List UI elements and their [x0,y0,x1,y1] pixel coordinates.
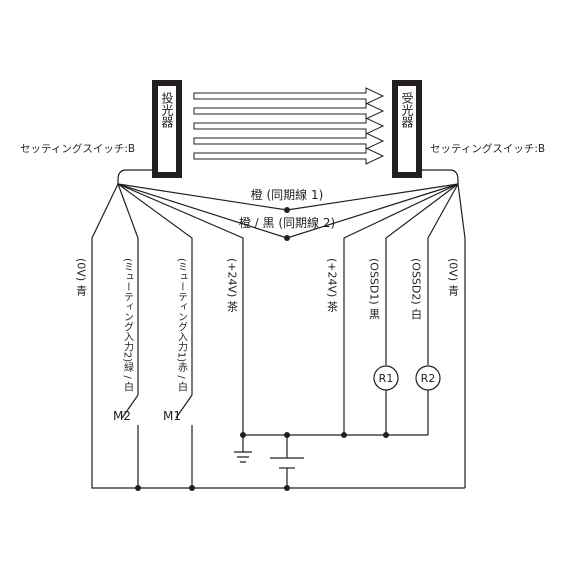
load-r2-label: R2 [421,372,436,385]
switch-m2-label: M2 [113,409,131,423]
beam-arrow-1 [193,87,385,105]
light-beams [193,87,385,165]
wire-right-ossd2 [427,183,459,365]
receiver-cable [422,169,459,184]
bottom-junction-3 [284,485,290,491]
switch-m1-label: M1 [163,409,181,423]
wire-left-muting-1 [117,183,193,488]
bottom-junction-2 [189,485,195,491]
wire-right-0v [457,183,466,488]
receiver-unit: 受光器 [392,80,422,178]
emitter-label: 投光器 [160,91,174,129]
beam-arrow-3 [193,117,385,135]
setting-switch-left-label: セッティングスイッチ:B [20,142,135,155]
load-r1-label: R1 [379,372,394,385]
label-left-muting-1: (ミューティング入力1)赤 / 白 [176,258,188,392]
load-r2: R2 [415,365,441,435]
beam-arrow-4 [193,132,385,150]
bus-junction-1 [240,432,246,438]
receiver-label: 受光器 [400,92,414,129]
ground-symbol [234,451,252,463]
label-right-ossd1: (OSSD1) 黒 [368,258,381,319]
wire-left-muting-2 [117,183,139,488]
beam-arrow-5 [193,147,385,165]
label-right-ossd2: (OSSD2) 白 [410,258,423,319]
wire-left-0v [91,183,465,489]
sync-line-2-junction [284,235,290,241]
setting-switch-right-label: セッティングスイッチ:B [430,142,545,155]
bus-junction-3 [341,432,347,438]
sync-line-1-junction [284,207,290,213]
load-r1: R1 [373,365,399,435]
label-right-0v: (0V) 青 [447,258,460,296]
wire-right-24v [343,183,459,435]
sync-line-2-label: 橙 / 黒 (同期線 2) [239,215,335,230]
label-right-24v: (+24V) 茶 [326,258,339,312]
label-left-24v: (+24V) 茶 [226,258,239,312]
emitter-cable [117,169,152,184]
sync-line-1-label: 橙 (同期線 1) [251,187,324,202]
bottom-junction-1 [135,485,141,491]
bus-junction-4 [383,432,389,438]
emitter-unit: 投光器 [152,80,182,178]
wire-left-24v [117,183,244,452]
label-left-0v: (0V) 青 [75,258,88,296]
beam-arrow-2 [193,102,385,120]
wire-right-ossd1 [385,183,459,365]
power-supply-symbol [270,435,304,488]
label-left-muting-2: (ミューティング入力2)緑 / 白 [122,258,134,392]
